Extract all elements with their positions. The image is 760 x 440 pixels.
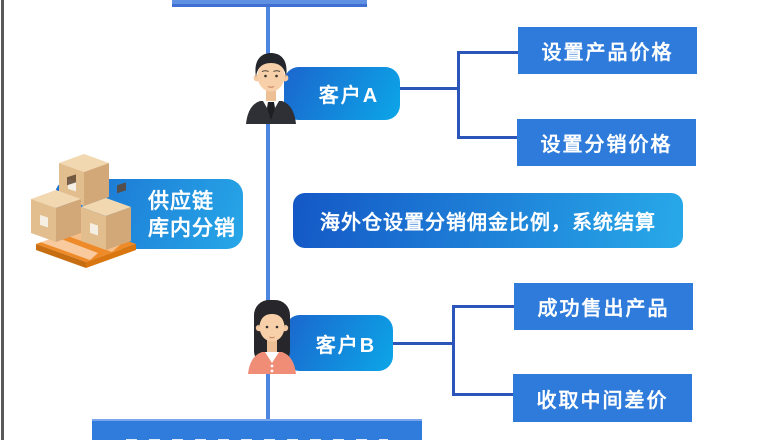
commission-banner-label: 海外仓设置分销佣金比例，系统结算 [320,212,656,234]
female-avatar-icon [248,300,296,374]
box-set-distribution-price: 设置分销价格 [517,119,696,166]
connector-customer-b [393,342,452,345]
supply-chain-label-line1: 供应链 [148,190,214,213]
supply-chain-label-line2: 库内分销 [148,217,236,240]
supply-chain-pill: 供应链 库内分销 [55,179,243,249]
stub-a-bottom [457,136,517,139]
box-middle-margin-label: 收取中间差价 [536,389,669,412]
box-set-distribution-price-label: 设置分销价格 [540,134,673,156]
bracket-customer-a [457,51,460,139]
box-set-product-price-label: 设置产品价格 [541,42,674,64]
bracket-customer-b [452,305,455,396]
top-node-partial [172,0,367,7]
main-trunk-line [266,7,270,419]
stub-a-top [457,51,518,54]
cargo-boxes-icon [31,154,136,268]
box-set-product-price: 设置产品价格 [518,27,697,74]
customer-b-node: 客户B [285,315,393,371]
customer-b-label: 客户B [315,334,377,357]
commission-banner: 海外仓设置分销佣金比例，系统结算 [293,193,683,248]
box-sold-product: 成功售出产品 [514,283,693,330]
left-edge-border [1,0,4,440]
stub-b-top [452,305,514,308]
male-avatar-icon [246,53,296,124]
stub-b-bottom [452,393,513,396]
box-sold-product-label: 成功售出产品 [537,298,670,320]
connector-customer-a [400,87,457,90]
customer-a-label: 客户A [318,85,380,107]
customer-a-node: 客户A [284,67,400,120]
bottom-node-partial [92,419,422,440]
box-middle-margin: 收取中间差价 [513,374,692,422]
